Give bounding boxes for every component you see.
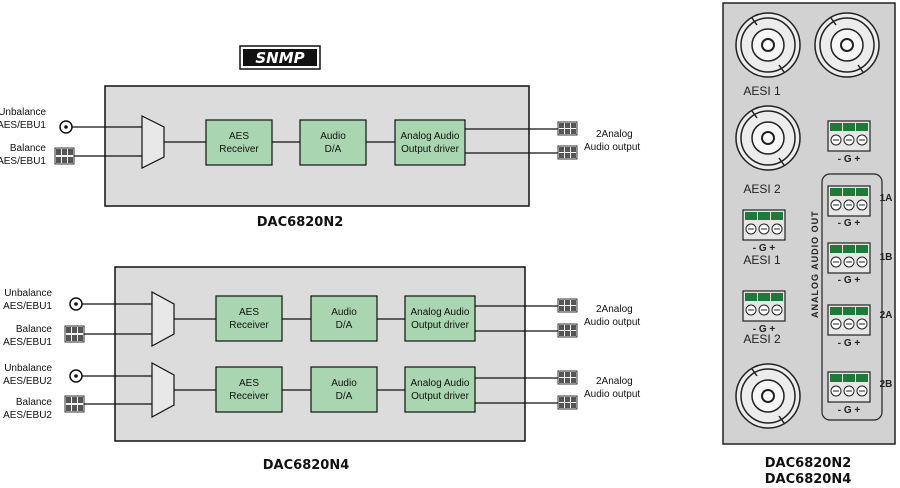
n2-output-line2: Audio output <box>584 142 640 153</box>
terminal-block-icon <box>827 185 871 217</box>
panel-caption-line1: DAC6820N2 <box>765 456 852 471</box>
n4-ch1-driver-line1: Analog Audio <box>411 307 470 318</box>
n2-receiver-line2: Receiver <box>219 144 259 155</box>
n2-caption: DAC6820N2 <box>257 215 344 230</box>
n2-input-1-line1: Unbalance <box>0 107 46 118</box>
n4-ch1-receiver-line1: AES <box>239 307 259 318</box>
n4-ch1-aes-receiver-block <box>215 295 283 342</box>
diagram-n4: Unbalance AES/EBU1 Balance AES/EBU1 Unba… <box>3 266 640 473</box>
diagram-n2: Unbalance AES/EBU1 Balance AES/EBU1 AES … <box>0 85 640 230</box>
snmp-logo: SNMP <box>239 45 321 70</box>
n4-input-4-line2: AES/EBU2 <box>3 410 52 421</box>
n4-ch2-da-line1: Audio <box>331 378 357 389</box>
n4-ch2-driver-line1: Analog Audio <box>411 378 470 389</box>
n2-receiver-line1: AES <box>229 131 249 142</box>
n4-ch2-output-line1: 2Analog <box>596 376 633 387</box>
terminal-block-icon <box>827 242 871 274</box>
n4-input-selector-2 <box>151 361 175 419</box>
panel-pins-label: - G + <box>838 218 861 229</box>
n4-ch2-da-line2: D/A <box>336 391 353 402</box>
output-2a-label: 2A <box>880 310 893 321</box>
n4-input-2-line2: AES/EBU1 <box>3 337 52 348</box>
panel-aesi2-term-label: AESI 2 <box>743 332 781 346</box>
n4-input-selector-1 <box>151 290 175 348</box>
terminal-block-icon <box>827 371 871 403</box>
terminal-block-icon <box>64 395 85 413</box>
n2-input-selector <box>141 115 165 169</box>
n4-ch1-da-line1: Audio <box>331 307 357 318</box>
n4-ch1-output-driver-block <box>404 295 476 342</box>
output-terminal-icon <box>557 370 578 385</box>
n4-ch1-driver-line2: Output driver <box>411 320 469 331</box>
bnc-connector-icon <box>735 12 801 78</box>
panel-pins-label: - G + <box>838 275 861 286</box>
n4-ch2-receiver-line2: Receiver <box>229 391 269 402</box>
panel-caption-line2: DAC6820N4 <box>765 472 852 487</box>
analog-out-group <box>821 173 883 421</box>
bnc-connector-icon <box>814 12 880 78</box>
n4-ch2-driver-line2: Output driver <box>411 391 469 402</box>
output-terminal-icon <box>557 121 578 136</box>
terminal-block-icon <box>742 290 786 322</box>
terminal-block-icon <box>54 147 75 165</box>
panel-pins-label: - G + <box>753 243 776 254</box>
n4-ch2-output-driver-block <box>404 366 476 413</box>
n4-ch1-da-line2: D/A <box>336 320 353 331</box>
n2-input-2-line2: AES/EBU1 <box>0 156 46 167</box>
n4-ch2-output-line2: Audio output <box>584 389 640 400</box>
panel-pins-label: - G + <box>838 338 861 349</box>
n2-driver-line1: Analog Audio <box>401 131 460 142</box>
n4-ch1-audio-da-block <box>310 295 378 342</box>
n2-audio-da-block <box>299 119 367 166</box>
n2-input-2-line1: Balance <box>10 143 47 154</box>
panel-pins-label: - G + <box>838 405 861 416</box>
panel-pins-label: - G + <box>838 154 861 165</box>
n2-output-line1: 2Analog <box>596 129 633 140</box>
n4-ch2-aes-receiver-block <box>215 366 283 413</box>
n2-da-line1: Audio <box>320 131 346 142</box>
n4-input-3-line2: AES/EBU2 <box>3 376 52 387</box>
panel-aesi1-term-label: AESI 1 <box>743 253 781 267</box>
output-2b-label: 2B <box>880 379 893 390</box>
rear-panel: AESI 1 AESI 2 - G + - G + AESI 1 - G + A… <box>722 2 896 487</box>
bnc-connector-icon <box>735 363 801 429</box>
n4-input-4-line1: Balance <box>16 397 53 408</box>
n4-input-3-line1: Unbalance <box>4 363 52 374</box>
n4-input-2-line1: Balance <box>16 324 53 335</box>
n4-input-1-line1: Unbalance <box>4 288 52 299</box>
n2-output-driver-block <box>394 119 466 166</box>
panel-aesi2-bnc-label: AESI 2 <box>743 182 781 196</box>
n4-caption: DAC6820N4 <box>263 458 350 473</box>
n4-input-1-line2: AES/EBU1 <box>3 301 52 312</box>
output-1a-label: 1A <box>880 193 893 204</box>
n2-input-1-line2: AES/EBU1 <box>0 120 46 131</box>
output-terminal-icon <box>557 395 578 410</box>
panel-pins-label: - G + <box>753 324 776 335</box>
snmp-logo-text: SNMP <box>255 49 304 67</box>
terminal-block-icon <box>827 120 871 152</box>
n2-driver-line2: Output driver <box>401 144 459 155</box>
output-terminal-icon <box>557 145 578 160</box>
output-terminal-icon <box>557 323 578 338</box>
output-1b-label: 1B <box>880 252 893 263</box>
terminal-block-icon <box>742 209 786 241</box>
n4-ch1-output-line2: Audio output <box>584 317 640 328</box>
n4-ch2-audio-da-block <box>310 366 378 413</box>
n4-ch1-receiver-line2: Receiver <box>229 320 269 331</box>
n4-enclosure <box>114 266 526 442</box>
analog-audio-out-label: ANALOG AUDIO OUT <box>810 210 820 318</box>
bnc-connector-icon <box>735 105 801 171</box>
terminal-block-icon <box>64 325 85 343</box>
terminal-block-icon <box>827 304 871 336</box>
n2-aes-receiver-block <box>205 119 273 166</box>
output-terminal-icon <box>557 298 578 313</box>
n2-da-line2: D/A <box>325 144 342 155</box>
n4-ch1-output-line1: 2Analog <box>596 304 633 315</box>
panel-aesi1-bnc-label: AESI 1 <box>743 84 781 98</box>
n4-ch2-receiver-line1: AES <box>239 378 259 389</box>
